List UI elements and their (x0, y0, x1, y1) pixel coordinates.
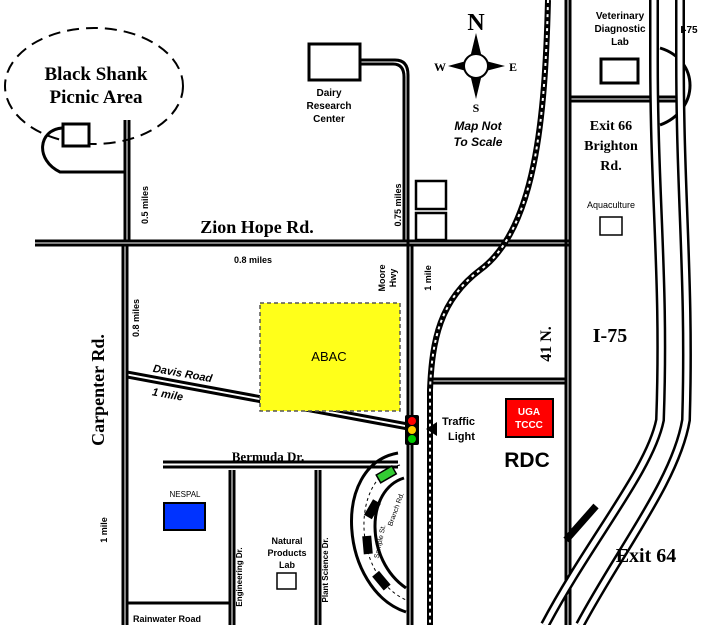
parking-spot-green (375, 465, 398, 484)
compass-north: N (467, 10, 485, 36)
exit66-label-3: Rd. (600, 159, 621, 174)
vet-label-1: Veterinary (596, 11, 645, 22)
parking-lot-1 (414, 179, 448, 211)
distance-1-moore-label: 1 mile (423, 265, 433, 291)
plant-science-drive-label: Plant Science Dr. (321, 538, 330, 603)
abac-label: ABAC (311, 349, 346, 364)
parking-spot (364, 499, 381, 520)
dairy-label-3: Center (313, 114, 345, 125)
brighton-road (570, 95, 680, 103)
black-shank-label-1: Black Shank (45, 64, 148, 85)
distance-075-label: 0.75 miles (393, 183, 403, 226)
vet-label-2: Diagnostic (594, 24, 646, 35)
picnic-loop-road (41, 126, 125, 174)
i75-label: I-75 (593, 325, 627, 347)
natural-products-label-1: Natural (271, 536, 302, 546)
compass-west: W (434, 60, 446, 74)
moore-hwy-label-2: Hwy (388, 269, 398, 288)
loop-drive-inner (373, 476, 407, 590)
parking-lot-2 (414, 211, 448, 242)
compass-south: S (473, 101, 480, 115)
railroad (427, 0, 551, 625)
uga-tccc-building (505, 398, 554, 438)
parking-spot (362, 535, 373, 555)
distance-05-label: 0.5 miles (140, 186, 150, 224)
zion-hope-road-label: Zion Hope Rd. (200, 217, 314, 237)
traffic-light-label-2: Light (448, 431, 475, 443)
natural-products-label-2: Products (267, 548, 306, 558)
moore-hwy-label-1: Moore (377, 265, 387, 292)
vet-label-3: Lab (611, 37, 629, 48)
dairy-research-building (307, 42, 362, 82)
exit-64-ramp (563, 503, 599, 543)
scale-note-1: Map Not (454, 119, 502, 133)
distance-08-top-label: 0.8 miles (234, 255, 272, 265)
compass-rose-icon (448, 33, 505, 99)
carpenter-road-label: Carpenter Rd. (88, 334, 108, 446)
black-shank-label-2: Picnic Area (49, 87, 143, 108)
natural-products-label-3: Lab (279, 560, 296, 570)
loop-street-b-label: Branch Rd. (387, 492, 406, 527)
exit66-label-1: Exit 66 (590, 119, 632, 134)
black-shank-outline (4, 27, 184, 145)
rdc-label: RDC (504, 449, 550, 472)
uga-label: UGA (518, 407, 540, 418)
traffic-light-arrow-icon (426, 422, 437, 436)
natural-products-lab-building (276, 572, 297, 590)
loop-drive-outer (350, 451, 407, 614)
distance-1-side-label: 1 mile (99, 517, 109, 543)
tccc-label: TCCC (515, 420, 543, 431)
nespal-label: NESPAL (170, 490, 202, 499)
exit66-label-2: Brighton (584, 139, 638, 154)
rainwater-road-label: Rainwater Road (133, 614, 201, 624)
scale-note-2: To Scale (454, 135, 503, 149)
picnic-shelter (61, 122, 91, 148)
exit64-label: Exit 64 (616, 545, 677, 567)
compass-east: E (509, 60, 517, 74)
aquaculture-label: Aquaculture (587, 200, 635, 210)
distance-08-side-label: 0.8 miles (131, 299, 141, 337)
distance-1-davis-label: 1 mile (151, 386, 184, 403)
traffic-light-label-1: Traffic (442, 416, 475, 428)
exit-66-ramp (659, 46, 692, 127)
dairy-label-2: Research (306, 101, 351, 112)
abac-area (259, 302, 401, 412)
engineering-drive-label: Engineering Dr. (235, 547, 244, 606)
nespal-building (163, 502, 206, 531)
aquaculture-building (599, 216, 623, 236)
bermuda-drive-label: Bermuda Dr. (232, 449, 304, 464)
vet-lab-building (599, 57, 640, 85)
moore-highway (360, 58, 410, 625)
i75-corner-label: I-75 (680, 25, 698, 36)
us41-label: 41 N. (538, 326, 555, 362)
parking-spot (372, 570, 391, 591)
dairy-label-1: Dairy (316, 88, 341, 99)
